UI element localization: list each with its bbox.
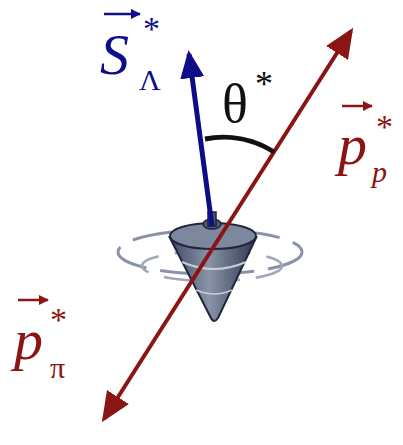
angle-symbol: θ bbox=[222, 77, 248, 131]
superscript: * bbox=[376, 110, 393, 144]
angle-arc bbox=[205, 137, 274, 152]
superscript: * bbox=[255, 66, 273, 102]
vector-symbol: p bbox=[338, 116, 367, 174]
vector-arrow bbox=[342, 105, 372, 108]
momentum-arrow bbox=[104, 31, 351, 419]
vector-arrow bbox=[18, 299, 48, 302]
subscript: Λ bbox=[139, 65, 161, 95]
superscript: * bbox=[143, 12, 160, 46]
superscript: * bbox=[50, 303, 67, 337]
vector-symbol: p bbox=[14, 311, 43, 369]
vector-symbol: S bbox=[100, 26, 129, 84]
subscript: p bbox=[372, 157, 387, 187]
subscript: π bbox=[50, 353, 65, 383]
spinning-top bbox=[118, 212, 302, 321]
vector-arrow bbox=[104, 13, 140, 16]
